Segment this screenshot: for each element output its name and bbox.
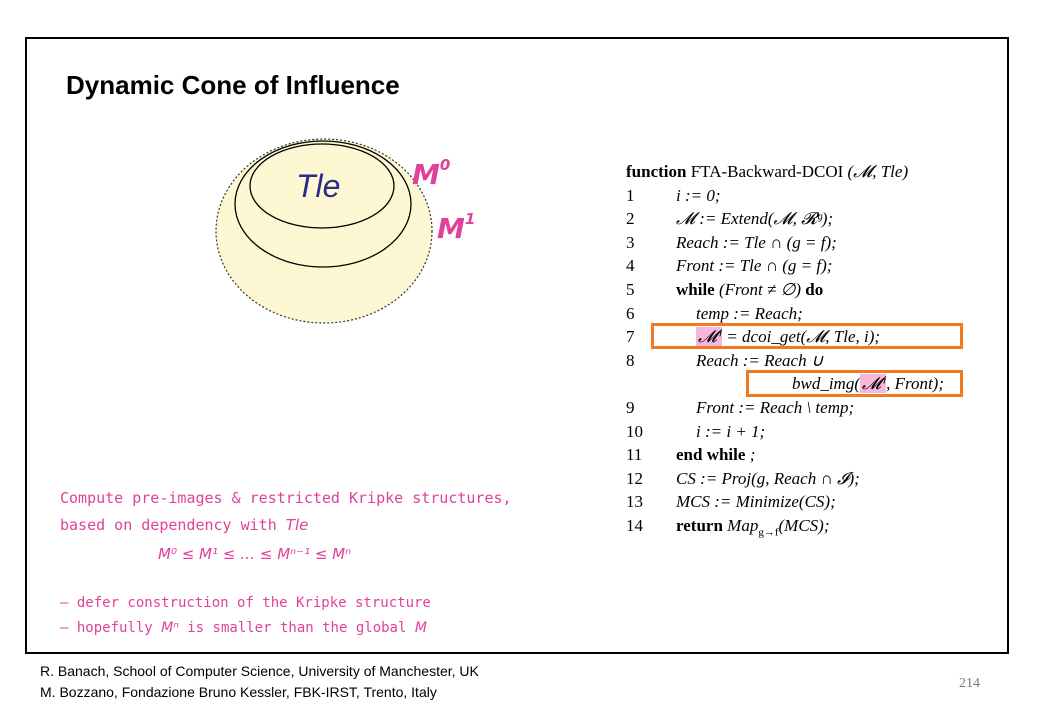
algorithm-line: 6 temp := Reach; — [626, 302, 986, 326]
footer-line-1: R. Banach, School of Computer Science, U… — [40, 663, 479, 679]
algorithm-line: 14 return Mapg→f(MCS); — [626, 514, 986, 538]
m0-label: M0 — [412, 156, 451, 191]
line-number: 14 — [626, 515, 643, 535]
line-code: 𝓜 := Extend(𝓜, 𝓡ᵍ); — [676, 209, 834, 229]
note-sequence: M⁰ ≤ M¹ ≤ … ≤ Mⁿ⁻¹ ≤ Mⁿ — [158, 545, 352, 563]
line-code: Reach := Reach ∪ — [696, 350, 824, 370]
tle-label: Tle — [296, 168, 341, 204]
line-number: 3 — [626, 232, 635, 252]
m0-ellipse — [249, 143, 395, 229]
algorithm-line: 10 i := i + 1; — [626, 420, 986, 444]
footer: R. Banach, School of Computer Science, U… — [40, 661, 479, 703]
line-number: 2 — [626, 209, 635, 229]
line-code: Reach := Tle ∩ (g = f); — [676, 232, 837, 252]
algorithm-lines: 1 i := 0; 2 𝓜 := Extend(𝓜, 𝓡ᵍ); 3 Reach := Tl… — [626, 184, 986, 539]
line-code: i := 0; — [676, 185, 721, 205]
note-bullet-2: – hopefully Mⁿ is smaller than the globa… — [60, 620, 427, 636]
line-code: MCS := Minimize(CS); — [676, 492, 836, 512]
algorithm-line: 11 end while ; — [626, 443, 986, 467]
note-line-1: Compute pre-images & restricted Kripke s… — [60, 489, 512, 507]
line-number: 5 — [626, 279, 635, 299]
line-code: Front := Tle ∩ (g = f); — [676, 256, 833, 276]
algorithm-line: 7 𝓜ⁱ = dcoi_get(𝓜, Tle, i); — [626, 325, 986, 349]
algorithm-header: function FTA-Backward-DCOI (𝓜, Tle) — [626, 162, 909, 181]
algorithm-line: 2 𝓜 := Extend(𝓜, 𝓡ᵍ); — [626, 207, 986, 231]
line-number: 6 — [626, 303, 635, 323]
line-number: 13 — [626, 492, 643, 512]
algorithm-line: 9 Front := Reach \ temp; — [626, 396, 986, 420]
highlight-box-line-7 — [651, 323, 963, 349]
line-number: 12 — [626, 468, 643, 488]
page-number: 214 — [959, 676, 980, 691]
algorithm-line: 12 CS := Proj(g, Reach ∩ 𝓘); — [626, 467, 986, 491]
line-code: CS := Proj(g, Reach ∩ 𝓘); — [676, 468, 860, 488]
highlight-box-bwd-img — [746, 370, 963, 397]
note-line-2: based on dependency with Tle — [60, 516, 309, 534]
line-number: 10 — [626, 421, 643, 441]
line-number: 9 — [626, 397, 635, 417]
slide-title: Dynamic Cone of Influence — [66, 70, 400, 100]
line-code: while (Front ≠ ∅) do — [676, 279, 824, 299]
algorithm-line: bwd_img(𝓜ⁱ, Front); — [626, 372, 986, 396]
line-number: 8 — [626, 350, 635, 370]
line-number: 11 — [626, 445, 643, 465]
m1-label: M1 — [437, 210, 476, 245]
line-number: 1 — [626, 185, 635, 205]
line-code: end while ; — [676, 445, 756, 465]
algorithm-line: 4 Front := Tle ∩ (g = f); — [626, 254, 986, 278]
line-number: 4 — [626, 256, 635, 276]
algorithm-listing: function FTA-Backward-DCOI (𝓜, Tle) 1 i :… — [626, 160, 986, 538]
line-number: 7 — [626, 327, 635, 347]
algorithm-line: 8 Reach := Reach ∪ — [626, 349, 986, 373]
line-code: temp := Reach; — [696, 303, 803, 323]
line-code: bwd_img(𝓜ⁱ, Front); — [792, 374, 944, 394]
line-code: 𝓜ⁱ = dcoi_get(𝓜, Tle, i); — [696, 327, 881, 347]
line-code: i := i + 1; — [696, 421, 766, 441]
algorithm-line: 3 Reach := Tle ∩ (g = f); — [626, 231, 986, 255]
slide-frame — [25, 37, 1009, 654]
algorithm-line: 5 while (Front ≠ ∅) do — [626, 278, 986, 302]
algorithm-line: 1 i := 0; — [626, 184, 986, 208]
line-code: return Mapg→f(MCS); — [676, 515, 830, 539]
note-bullet-1: – defer construction of the Kripke struc… — [60, 595, 431, 611]
footer-line-2: M. Bozzano, Fondazione Bruno Kessler, FB… — [40, 684, 437, 700]
line-code: Front := Reach \ temp; — [696, 397, 855, 417]
algorithm-line: 13 MCS := Minimize(CS); — [626, 490, 986, 514]
